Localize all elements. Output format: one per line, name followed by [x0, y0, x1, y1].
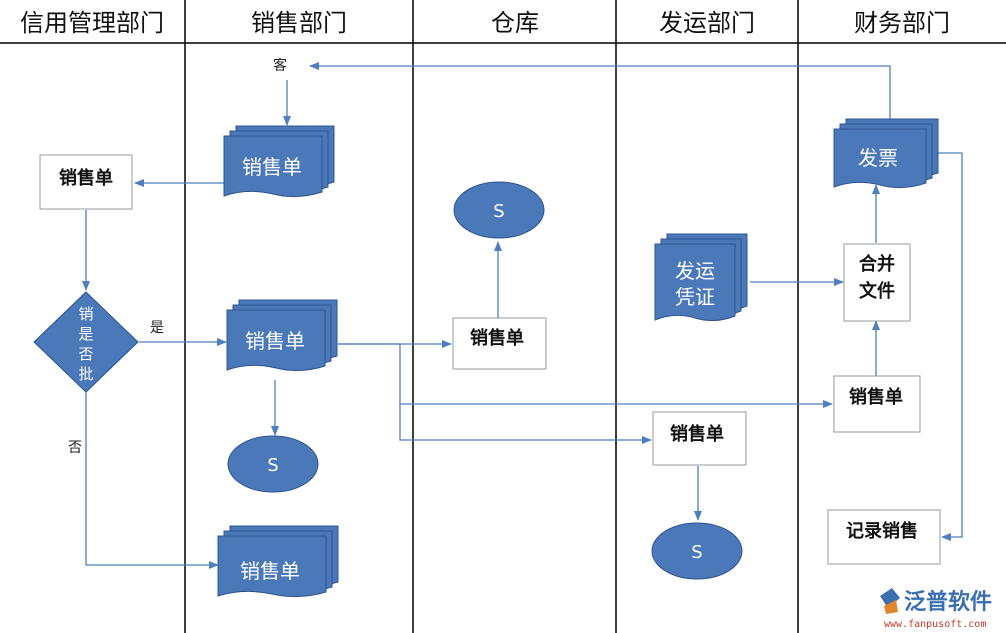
- svg-text:否: 否: [78, 345, 93, 363]
- lane-header-credit: 信用管理部门: [20, 9, 164, 37]
- doc-invoice: 发票: [833, 118, 939, 189]
- doc-sales-mid: 销售单: [226, 299, 338, 372]
- connector-invoice-to-customer: [309, 62, 891, 124]
- box-credit-sales-order: 销售单: [39, 154, 133, 210]
- svg-text:泛普软件: 泛普软件: [904, 589, 992, 615]
- svg-text:发票: 发票: [858, 146, 898, 170]
- svg-text:销售单: 销售单: [242, 155, 302, 179]
- doc-sales-bottom: 销售单: [217, 525, 339, 598]
- svg-text:S: S: [267, 455, 278, 476]
- svg-text:文件: 文件: [859, 280, 895, 302]
- connector-sales-to-shipping: [399, 404, 652, 444]
- connector-decision-no: [85, 390, 219, 569]
- oval-sales-s: S: [227, 435, 319, 493]
- svg-text:www.fanpusoft.com: www.fanpusoft.com: [884, 619, 986, 630]
- connector-invoice-to-record: [938, 152, 963, 541]
- svg-text:记录销售: 记录销售: [846, 520, 918, 542]
- doc-sales-top: 销售单: [223, 125, 335, 198]
- svg-text:凭证: 凭证: [675, 285, 715, 309]
- svg-text:销: 销: [78, 305, 93, 323]
- box-shipping-sales-order: 销售单: [652, 411, 747, 466]
- svg-text:销售单: 销售单: [849, 386, 903, 408]
- oval-warehouse-s: S: [453, 181, 545, 239]
- fanpu-logo: 泛普软件 www.fanpusoft.com: [880, 588, 992, 630]
- svg-text:是: 是: [78, 325, 93, 343]
- svg-text:销售单: 销售单: [670, 423, 724, 445]
- doc-shipping-voucher: 发运 凭证: [654, 233, 748, 322]
- lane-header-shipping: 发运部门: [659, 9, 755, 37]
- decision-approve: 销 是 否 批: [33, 291, 139, 393]
- box-warehouse-sales-order: 销售单: [452, 317, 547, 370]
- label-yes: 是: [150, 320, 164, 336]
- svg-text:发运: 发运: [675, 259, 715, 283]
- svg-text:销售单: 销售单: [240, 559, 300, 583]
- box-finance-sales-order: 销售单: [833, 375, 921, 433]
- svg-text:批: 批: [78, 365, 93, 383]
- svg-text:S: S: [691, 542, 702, 563]
- svg-text:合并: 合并: [859, 253, 895, 275]
- svg-text:销售单: 销售单: [59, 167, 113, 189]
- connector-sales-to-finance: [338, 343, 833, 408]
- oval-shipping-s: S: [651, 522, 743, 580]
- customer-label: 客: [273, 57, 287, 74]
- svg-text:S: S: [493, 201, 504, 222]
- lane-header-sales: 销售部门: [251, 9, 347, 37]
- lane-header-finance: 财务部门: [854, 9, 950, 37]
- svg-text:销售单: 销售单: [245, 329, 305, 353]
- box-record-sales: 记录销售: [827, 509, 941, 565]
- label-no: 否: [68, 440, 82, 456]
- box-merge-files: 合并 文件: [843, 243, 911, 322]
- lane-header-warehouse: 仓库: [491, 9, 539, 37]
- connectors: [82, 62, 963, 569]
- svg-text:销售单: 销售单: [470, 327, 524, 349]
- logo-mark-icon: [880, 588, 900, 608]
